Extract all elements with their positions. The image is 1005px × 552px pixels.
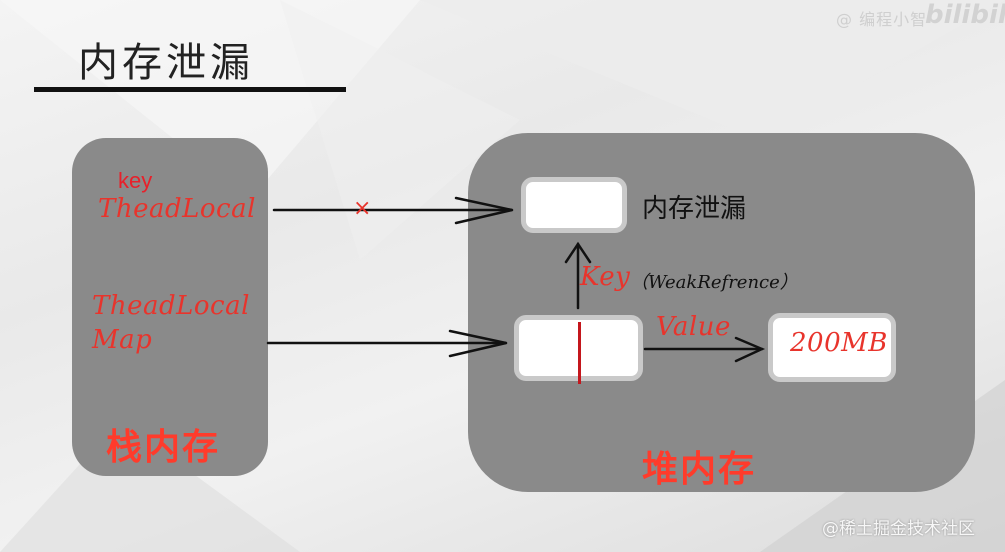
- broken-reference-mark: ×: [353, 196, 372, 221]
- bilibili-logo: bilibili: [925, 0, 1005, 30]
- arrowhead-3: [564, 241, 592, 264]
- leaked-memory-box: [521, 177, 627, 233]
- arrowhead-1: [454, 196, 513, 225]
- juejin-watermark: @稀土掘金技术社区: [822, 519, 975, 539]
- memory-leak-label: 内存泄漏: [642, 194, 747, 224]
- author-watermark: @ 编程小智: [836, 10, 928, 29]
- threadlocal-label: TheadLocal: [98, 194, 256, 224]
- threadlocalmap-label-line2: Map: [92, 325, 153, 355]
- weak-reference-label: （WeakRefrence）: [630, 272, 798, 293]
- arrowhead-4: [734, 336, 766, 363]
- arrowhead-2: [448, 329, 507, 358]
- heap-memory-label: 堆内存: [642, 448, 757, 490]
- page-title: 内存泄漏: [78, 40, 254, 86]
- stack-memory-label: 栈内存: [106, 426, 221, 468]
- value-box: [768, 313, 896, 382]
- entry-divider: [578, 322, 581, 384]
- value-label: Value: [656, 312, 731, 342]
- key-label: key: [118, 168, 153, 193]
- value-size-label: 200MB: [790, 328, 888, 358]
- threadlocalmap-label-line1: TheadLocal: [92, 291, 250, 321]
- stack-memory-panel: [72, 138, 268, 476]
- title-underline: [34, 87, 346, 92]
- weak-key-label: Key: [580, 262, 631, 292]
